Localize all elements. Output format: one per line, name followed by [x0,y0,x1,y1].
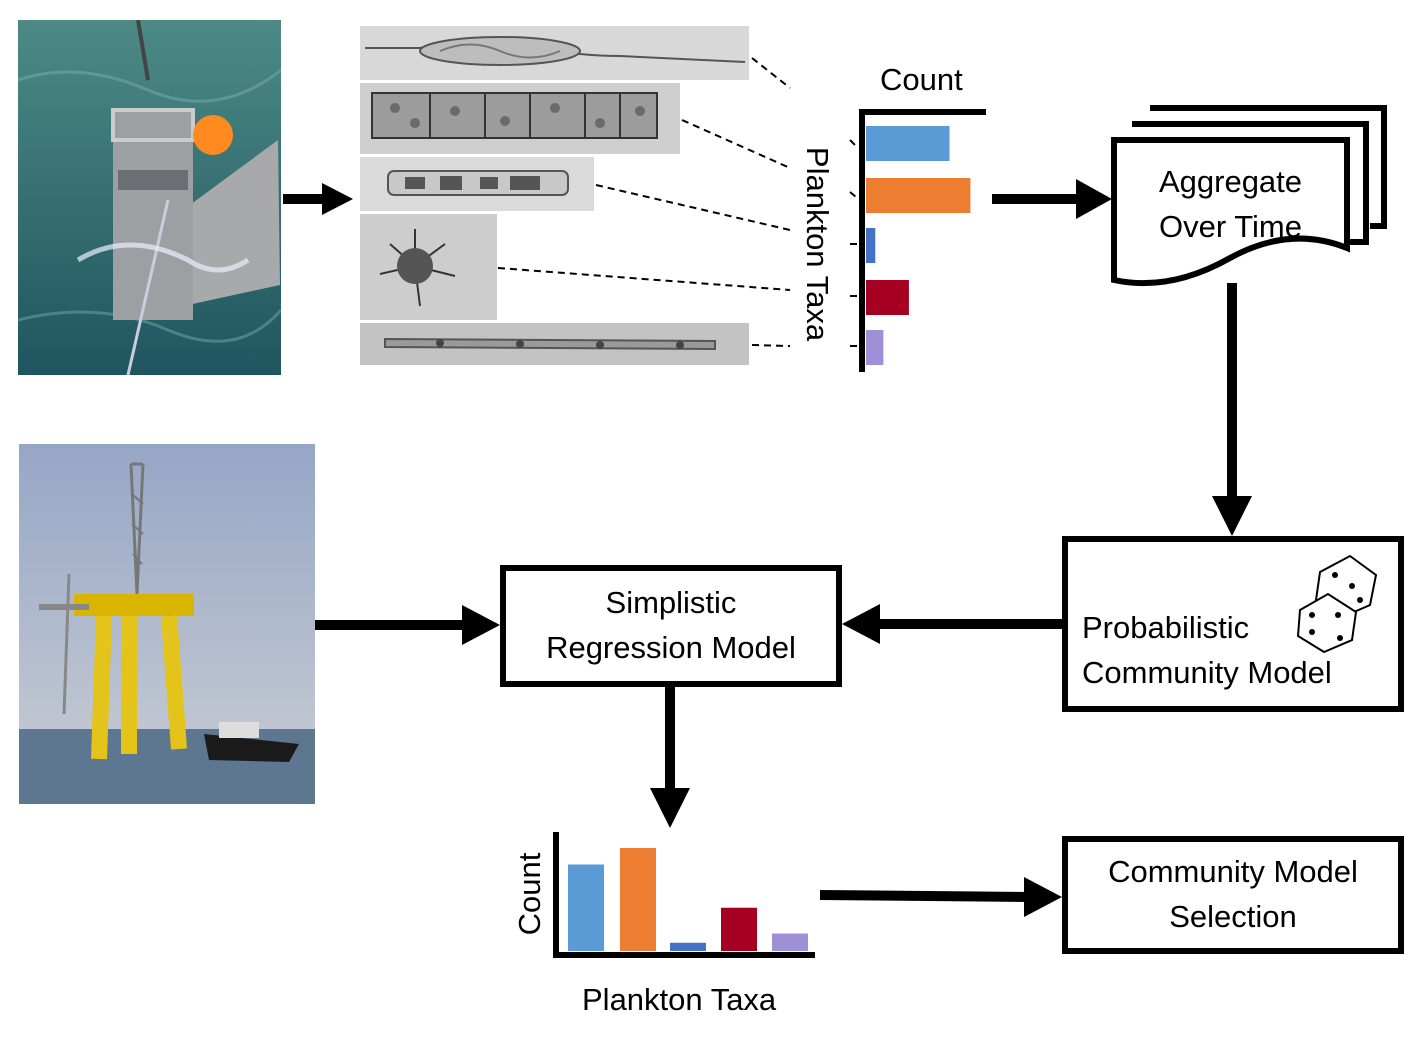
bottom-chart-bars [568,848,808,951]
top-chart-bar-4 [866,280,909,315]
regression-line-1: Simplistic [605,585,737,621]
plankton-image-1 [360,26,749,80]
top-chart-bar-2 [866,178,971,213]
selection-line-1: Community Model [1108,854,1358,890]
bottom-chart-count-label: Count [512,852,547,936]
plankton-image-4 [360,214,497,320]
simplistic-regression-model-box: Simplistic Regression Model [500,565,842,687]
probabilistic-community-model-box: Probabilistic Community Model [1062,536,1404,712]
probabilistic-line-2: Community Model [1082,655,1332,691]
community-model-selection-box: Community Model Selection [1062,836,1404,954]
bottom-chart-bar-5 [772,933,808,951]
camera-sensor-photo [18,20,281,375]
top-chart-bars [866,126,971,365]
flow-arrows [283,194,1237,902]
top-chart-taxa-label: Plankton Taxa [800,146,835,342]
top-chart-count-label: Count [880,62,963,97]
bottom-chart-bar-2 [620,848,656,951]
aggregate-over-time-box: Aggregate Over Time [1114,160,1347,250]
bottom-chart-taxa-label: Plankton Taxa [582,982,777,1017]
arrow-heads [322,179,1252,917]
bottom-chart-axes [553,832,815,958]
research-platform-photo [19,444,315,804]
plankton-image-5 [360,323,749,365]
plankton-image-2 [360,83,680,154]
dice-icon [1296,554,1378,654]
aggregate-line-1: Aggregate [1158,164,1303,199]
dashed-leader-lines [497,57,858,347]
bottom-chart-bar-1 [568,864,604,951]
bottom-chart-bar-4 [721,907,757,951]
top-chart-bar-3 [866,228,876,263]
selection-line-2: Selection [1169,899,1297,934]
arrow-chart-to-selection [819,890,1029,902]
regression-line-2: Regression Model [546,630,796,665]
aggregate-line-2: Over Time [1159,208,1302,244]
top-chart-bar-5 [866,330,884,365]
probabilistic-line-1: Probabilistic [1082,610,1250,646]
top-chart-axes [859,109,986,372]
aggregate-document-stack [1111,105,1387,287]
plankton-image-3 [360,157,594,211]
bottom-chart-bar-3 [670,942,706,951]
top-chart-bar-1 [866,126,950,161]
